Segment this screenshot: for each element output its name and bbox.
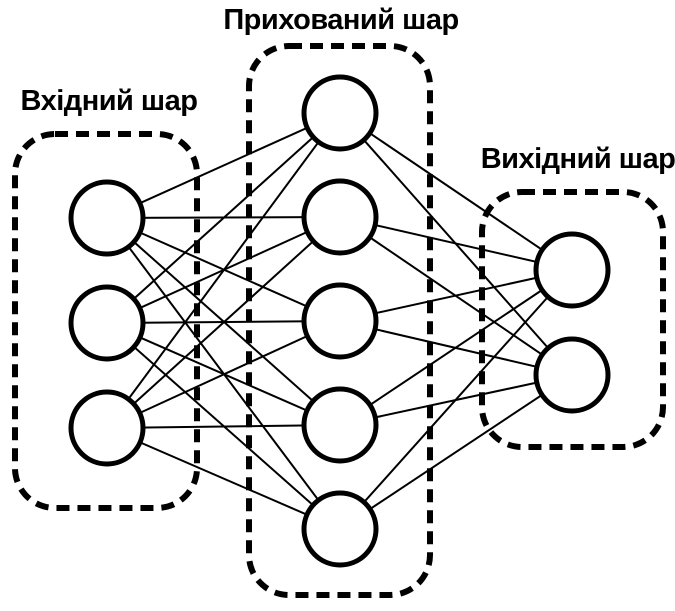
layer-label-hidden: Прихований шар [223, 4, 459, 36]
edge-input1-hidden1 [106, 112, 341, 219]
neuron-output-2 [533, 336, 611, 414]
layer-box-input [12, 131, 200, 511]
neuron-input-1 [68, 179, 146, 257]
edge-input2-hidden1 [106, 112, 341, 324]
edge-hidden4-output1 [339, 269, 573, 426]
edge-input3-hidden5 [106, 427, 341, 530]
edge-input3-hidden3 [106, 320, 341, 429]
neuron-hidden-5 [301, 490, 379, 568]
edge-hidden5-output1 [339, 269, 573, 530]
layer-box-output [479, 189, 666, 450]
edge-input3-hidden2 [106, 216, 341, 429]
edge-hidden5-output2 [339, 374, 573, 530]
edge-input3-hidden4 [106, 424, 341, 429]
edge-hidden1-output1 [339, 112, 573, 271]
neuron-hidden-4 [301, 386, 379, 464]
edge-hidden3-output1 [339, 269, 573, 322]
neuron-input-3 [68, 389, 146, 467]
neuron-hidden-3 [301, 282, 379, 360]
neuron-hidden-1 [301, 74, 379, 152]
neuron-hidden-2 [301, 178, 379, 256]
layer-label-output: Вихідний шар [480, 143, 675, 175]
neuron-output-1 [533, 231, 611, 309]
edge-hidden2-output1 [339, 216, 573, 271]
neuron-input-2 [68, 284, 146, 362]
layer-label-input: Вхідний шар [20, 85, 198, 117]
layer-box-hidden [246, 43, 433, 598]
edge-input3-hidden1 [106, 112, 341, 429]
